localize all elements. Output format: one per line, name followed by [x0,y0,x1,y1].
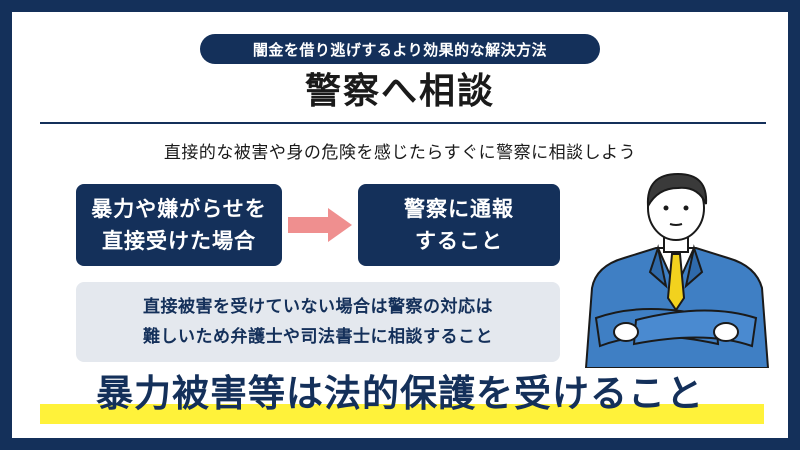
action-line-1: 警察に通報 [404,197,514,221]
action-box: 警察に通報 すること [358,184,560,266]
conclusion-highlight [40,404,764,424]
note-box: 直接被害を受けていない場合は警察の対応は 難しいため弁護士や司法書士に相談するこ… [76,282,560,362]
conclusion-text: 暴力被害等は法的保護を受けること [96,372,704,415]
situation-box: 暴力や嫌がらせを 直接受けた場合 [76,184,282,266]
situation-line-1: 暴力や嫌がらせを [91,197,267,221]
header-pill: 闇金を借り逃げするより効果的な解決方法 [200,34,600,64]
title-divider [40,122,766,124]
note-line-2: 難しいため弁護士や司法書士に相談すること [143,327,493,347]
subtitle: 直接的な被害や身の危険を感じたらすぐに警察に相談しよう [163,143,637,163]
page-title: 警察へ相談 [304,71,495,112]
note-line-1: 直接被害を受けていない場合は警察の対応は [143,297,493,317]
businessman-illustration [584,172,770,368]
arrow-right-icon [288,208,352,242]
situation-line-2: 直接受けた場合 [102,229,256,253]
header-pill-text: 闇金を借り逃げするより効果的な解決方法 [252,40,548,59]
action-line-2: すること [415,229,503,253]
